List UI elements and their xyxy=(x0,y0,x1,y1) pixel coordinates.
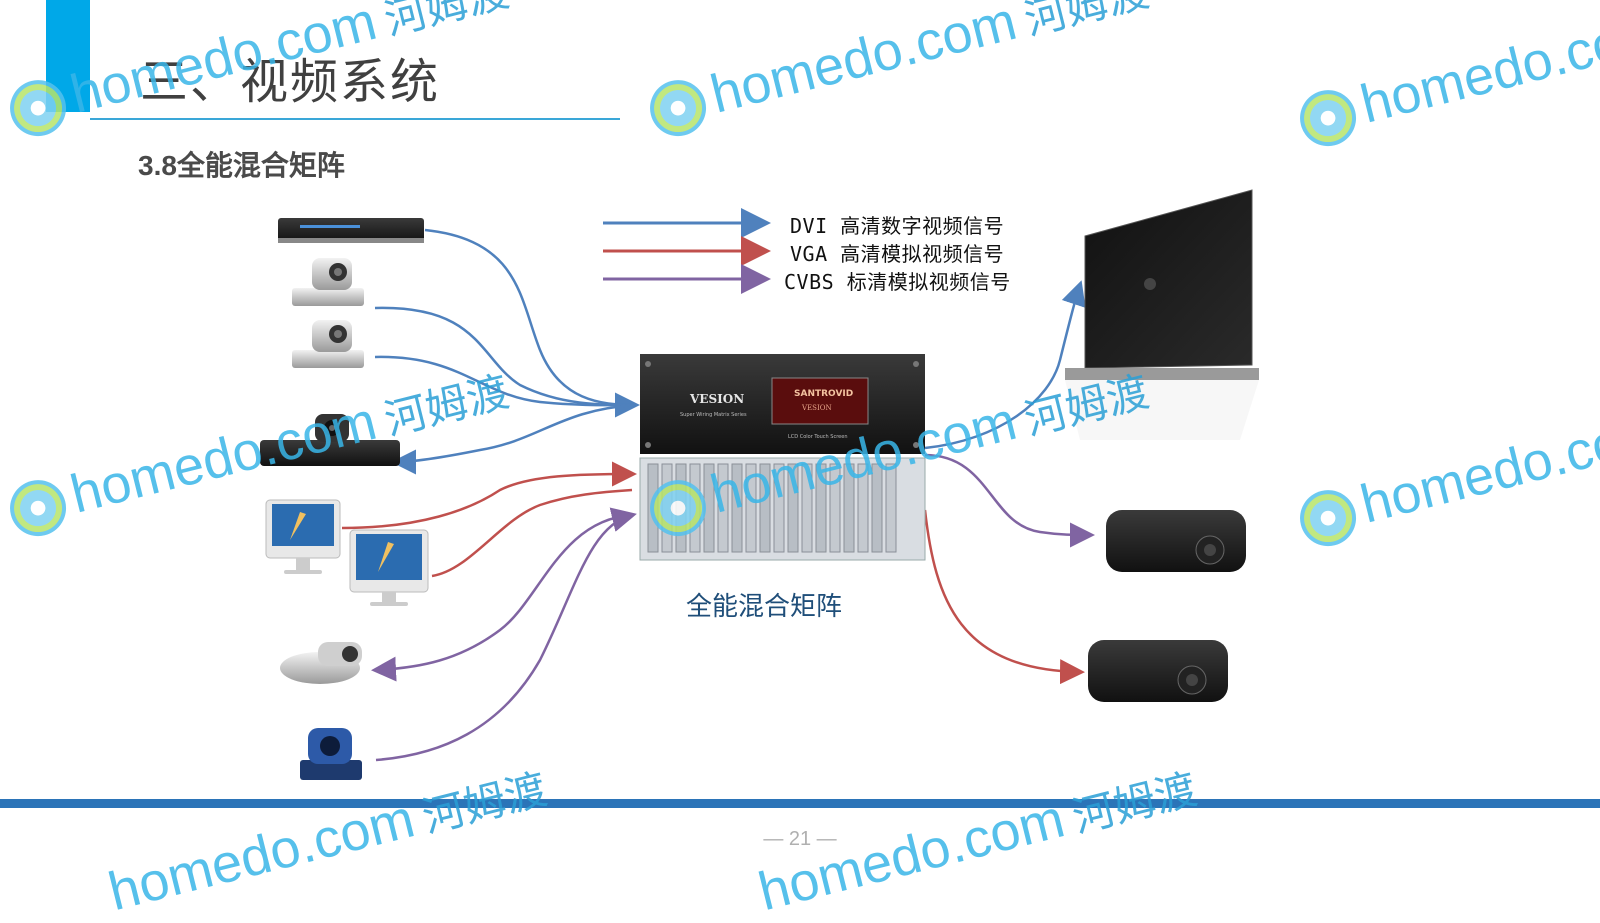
page-title: 三、视频系统 xyxy=(140,54,441,110)
section-subtitle: 3.8全能混合矩阵 xyxy=(138,150,345,181)
cvbs-link-conference-cam xyxy=(371,513,633,682)
matrix-card-slot xyxy=(885,463,897,553)
matrix-screen-brand: SANTROVID xyxy=(794,389,853,399)
page-number: — 21 — xyxy=(763,828,837,850)
matrix-tagline-text: Super Wiring Matrix Series xyxy=(680,412,747,418)
legend-item-dvi: DVI 高清数字视频信号 xyxy=(790,214,1005,238)
footer-divider xyxy=(0,799,1600,808)
projector-icon xyxy=(1088,640,1228,702)
matrix-card-slot xyxy=(717,463,729,553)
matrix-card-slot xyxy=(745,463,757,553)
dvi-link-codec xyxy=(391,403,636,475)
matrix-card-slot xyxy=(871,463,883,553)
matrix-card-slot xyxy=(675,463,687,553)
vga-link-projector-2 xyxy=(923,509,1085,685)
cvbs-link-dome-cam xyxy=(375,507,637,762)
matrix-card-slot xyxy=(857,463,869,553)
matrix-card-slot xyxy=(689,463,701,553)
matrix-card-slot xyxy=(843,463,855,553)
imac-computer-icon xyxy=(265,499,341,574)
system-diagram: VESION Super Wiring Matrix Series SANTRO… xyxy=(260,189,1259,780)
vga-link-imac-1 xyxy=(341,461,637,530)
matrix-brand-text: VESION xyxy=(689,392,744,406)
dvi-link-dvd xyxy=(424,228,640,418)
matrix-caption: 全能混合矩阵 xyxy=(686,592,843,622)
matrix-card-slot xyxy=(703,463,715,553)
dvi-link-display xyxy=(924,280,1086,450)
ptz-camera-icon xyxy=(292,258,364,306)
matrix-card-slot xyxy=(661,463,673,553)
matrix-card-slot xyxy=(829,463,841,553)
dvi-link-camera-2 xyxy=(374,355,636,407)
legend-item-vga: VGA 高清模拟视频信号 xyxy=(790,242,1005,266)
matrix-screen-sub: VESION xyxy=(801,404,832,412)
projector-icon xyxy=(1106,510,1246,572)
cvbs-link-projector-1 xyxy=(924,453,1095,548)
legend-item-cvbs: CVBS 标清模拟视频信号 xyxy=(784,270,1011,294)
ptz-camera-icon xyxy=(292,320,364,368)
imac-computer-icon xyxy=(349,529,429,606)
matrix-card-slot xyxy=(647,463,659,553)
dome-camera-icon xyxy=(300,728,362,780)
matrix-card-slot xyxy=(731,463,743,553)
matrix-footer-text: LCD Color Touch Screen xyxy=(788,434,848,440)
matrix-card-slot xyxy=(773,463,785,553)
dvd-player-icon xyxy=(278,218,424,243)
matrix-card-slot xyxy=(787,463,799,553)
title-underline xyxy=(90,118,620,120)
matrix-card-slot xyxy=(801,463,813,553)
vga-link-imac-2 xyxy=(431,488,633,578)
matrix-card-slot xyxy=(759,463,771,553)
dvi-link-camera-1 xyxy=(374,306,636,407)
lcd-display-icon xyxy=(1065,189,1259,440)
matrix-card-slot xyxy=(815,463,827,553)
conference-camera-icon xyxy=(280,642,362,684)
video-conference-codec-icon xyxy=(260,414,400,466)
